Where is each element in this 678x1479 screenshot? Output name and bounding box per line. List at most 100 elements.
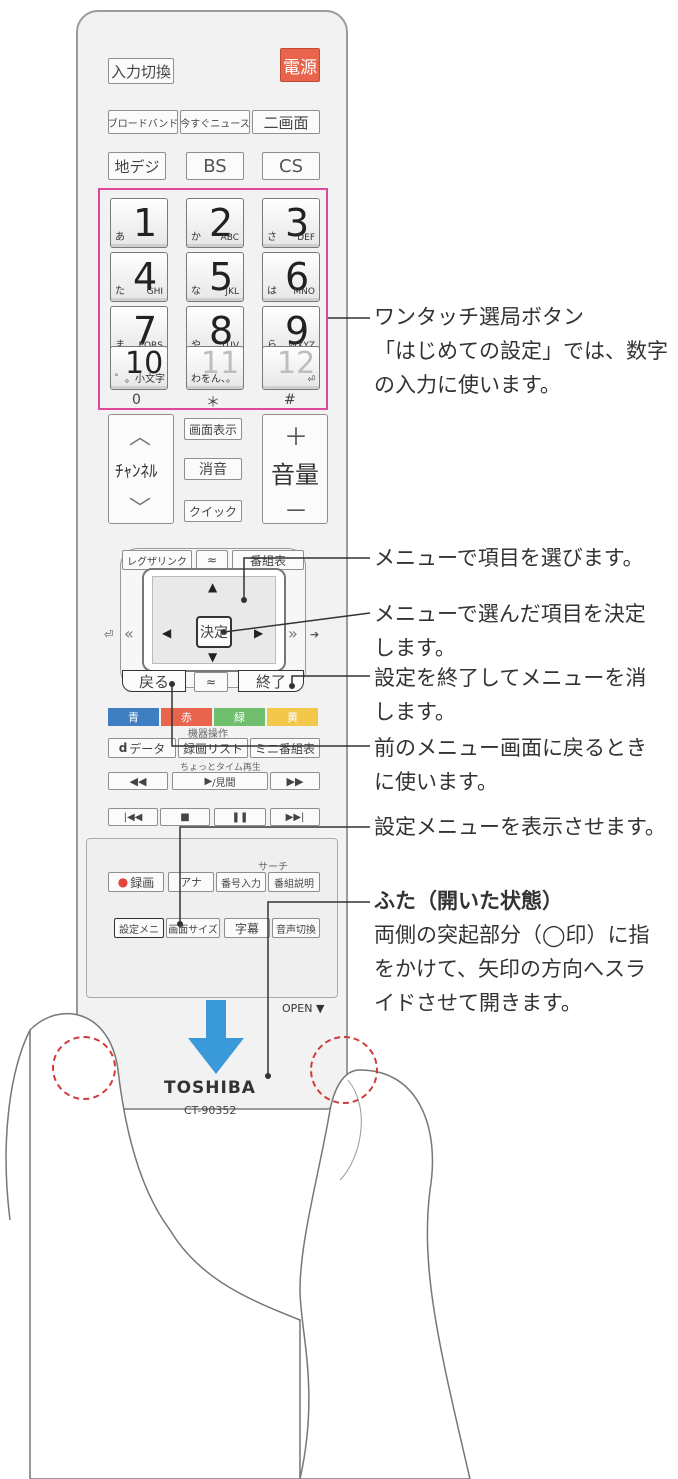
alpha-label: JKL [225,287,239,297]
kana-label: か [191,232,201,243]
short-play-label: ちょっとタイム再生 [180,763,261,773]
finger-grip-circle-right [310,1036,378,1104]
open-text: OPEN [282,1002,313,1015]
back-button[interactable]: 戻る [122,670,186,692]
alpha-label: MNO [293,287,315,297]
numpad-sub-0: 0 [132,392,141,408]
program-info-button[interactable]: 番組説明 [268,872,320,892]
callout-lid-title: ふた（開いた状態） [374,889,563,913]
d-data-label: データ [129,741,166,756]
kana-label: ら [267,336,277,351]
number-button-12[interactable]: 12⏎ [262,346,320,390]
callout-back: 前のメニュー画面に戻るとき に使います。 [374,736,647,794]
alpha-label: ABC [220,233,239,243]
replay-label: /見間 [212,777,236,789]
subtitles-button[interactable]: 字幕 [224,918,270,938]
broadband-button[interactable]: ブロードバンド [108,110,178,134]
skip-back-icon[interactable]: |◀◀ [108,808,158,826]
rewind-icon[interactable]: « [124,624,134,643]
volume-rocker[interactable]: ＋ 音量 － [262,414,328,525]
terrestrial-button[interactable]: 地デジ [108,152,166,180]
screen-display-button[interactable]: 画面表示 [184,418,242,440]
volume-plus-icon[interactable]: ＋ [284,423,308,451]
play-replay-button[interactable]: ▶/見間 [172,772,268,790]
arrow-right-icon[interactable]: ▶ [254,626,264,640]
volume-minus-icon[interactable]: － [284,497,308,525]
stop-icon[interactable]: ■ [160,808,210,826]
color-button-4[interactable]: 黄 [267,708,318,726]
audio-switch-button[interactable]: 音声切換 [272,918,320,938]
callout-exit: 設定を終了してメニューを消 します。 [374,666,647,724]
number-label: 4 [133,255,158,299]
forward-icon[interactable]: » [288,624,298,643]
dual-screen-button[interactable]: 二画面 [252,110,320,134]
arrow-up-icon[interactable]: ▲ [208,580,218,594]
cs-button[interactable]: CS [262,152,320,180]
color-button-1[interactable]: 青 [108,708,159,726]
fast-forward-icon[interactable]: ▶▶ [270,772,320,790]
settings-menu-button[interactable]: 設定メニ [114,918,164,938]
brand-logo: TOSHIBA [164,1078,256,1098]
channel-input-button[interactable]: 番号入力 [216,872,266,892]
number-label: 1 [133,201,158,245]
alpha-label: GHI [146,287,163,297]
callout-lid-desc: 両側の突起部分（◯印）に指 をかけて、矢印の方向へスラ イドさせて開きます。 [374,923,650,1015]
kana-label: ま [115,336,125,351]
kana-label: あ [115,232,125,243]
finger-grip-circle-left [52,1036,116,1100]
open-label: OPEN ▼ [282,1002,325,1015]
arrow-left-icon[interactable]: ◀ [162,626,172,640]
channel-rocker[interactable]: ︿ ﾁｬﾝﾈﾙ ﹀ [108,414,174,524]
hands-illustration [5,1012,471,1479]
record-label: 録画 [130,875,155,890]
arrow-down-icon[interactable]: ▼ [208,650,218,664]
number-button-10[interactable]: 10゜。小文字 [110,346,168,390]
kana-label: わをん、。 [191,374,236,385]
confirm-button[interactable]: 決定 [196,616,232,648]
alpha-label: DEF [297,233,315,243]
mini-guide-button[interactable]: ミニ番組表 [250,738,320,758]
bs-button[interactable]: BS [186,152,244,180]
number-label: 8 [209,309,234,353]
input-switch-button[interactable]: 入力切換 [108,58,174,84]
number-label: 2 [209,201,234,245]
power-button[interactable]: 電源 [280,48,320,82]
callout-confirm: メニューで選んだ項目を決定 します。 [374,602,646,660]
kana-label: は [267,286,277,297]
skip-forward-icon[interactable]: ▶▶| [270,808,320,826]
alpha-label: ⏎ [307,375,315,385]
news-button[interactable]: 今すぐニュース [180,110,250,134]
return-icon: ⏎ [104,628,114,641]
record-button[interactable]: ●録画 [108,872,164,892]
numpad-sub-hash: # [284,392,296,408]
model-number: CT-90352 [184,1104,237,1117]
kana-label: な [191,286,201,297]
skip-icon: ➔ [310,628,320,641]
number-label: 3 [285,201,310,245]
chevron-up-icon[interactable]: ︿ [129,425,152,450]
color-button-3[interactable]: 緑 [214,708,265,726]
chevron-down-icon[interactable]: ﹀ [129,497,152,522]
recording-list-button[interactable]: 録画リスト [178,738,248,758]
color-button-2[interactable]: 赤 [161,708,212,726]
exit-button[interactable]: 終了 [238,670,304,692]
pause-icon[interactable]: ❚❚ [214,808,266,826]
numpad-highlight-frame [98,188,328,410]
quick-button[interactable]: クイック [184,500,242,522]
fast-rewind-icon[interactable]: ◀◀ [108,772,168,790]
mute-button[interactable]: 消音 [184,458,242,480]
page-down-icon[interactable]: ≈ [194,672,228,692]
callout-one-touch: ワンタッチ選局ボタン 「はじめての設定」では、数字 の入力に使います。 [374,305,668,397]
volume-label: 音量 [271,461,319,489]
callout-select: メニューで項目を選びます。 [374,546,644,570]
callout-settings-menu: 設定メニューを表示させます。 [374,815,666,839]
